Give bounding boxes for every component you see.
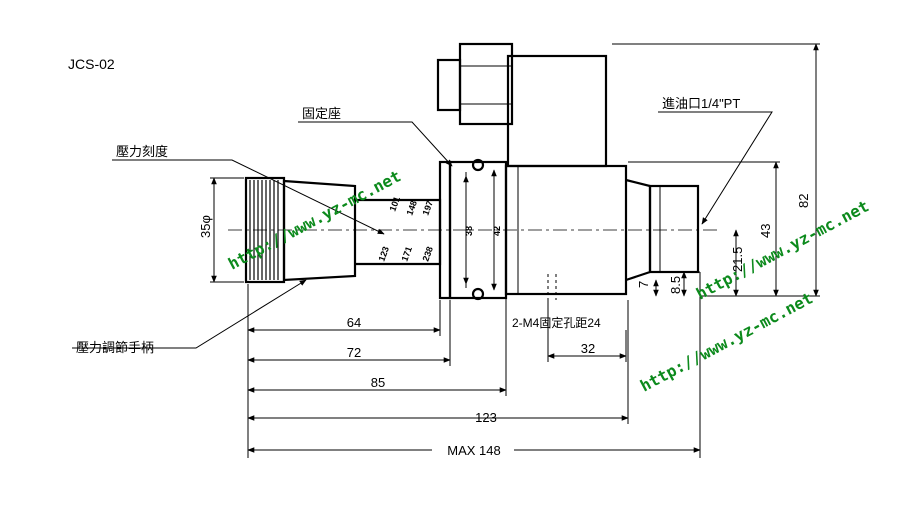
port-hex — [648, 184, 700, 274]
dim-85: 85 — [371, 375, 385, 390]
scale-marks: 101 148 197 123 171 238 — [376, 195, 435, 263]
dim-72: 72 — [347, 345, 361, 360]
dim-21-5: 21.5 — [730, 247, 745, 272]
scale-mark: 197 — [420, 199, 435, 217]
label-pressure-scale: 壓力刻度 — [116, 144, 168, 159]
scale-mark: 171 — [399, 245, 414, 263]
dim-max-148: MAX 148 — [447, 443, 500, 458]
model-label: JCS-02 — [68, 56, 115, 72]
dim-42: 42 — [492, 226, 502, 236]
horizontal-dimensions: 64 72 85 123 MAX 148 32 — [247, 272, 701, 458]
scale-mark: 123 — [376, 245, 391, 263]
dim-32: 32 — [581, 341, 595, 356]
dim-82: 82 — [796, 194, 811, 208]
scale-mark: 148 — [404, 199, 419, 217]
gland-nut — [436, 58, 462, 112]
valve-body-outline — [228, 42, 720, 301]
terminal-box — [506, 54, 608, 168]
scale-mark: 238 — [420, 245, 435, 263]
watermark-text: http://www.yz-mc.net — [693, 196, 872, 303]
handle-sleeve — [282, 179, 357, 282]
scale-mark: 101 — [387, 195, 402, 213]
watermark-text: http://www.yz-mc.net — [637, 288, 816, 395]
cable-gland — [458, 42, 514, 126]
label-fixing-seat: 固定座 — [302, 106, 341, 121]
dim-38: 38 — [464, 226, 474, 236]
dim-43: 43 — [758, 224, 773, 238]
dim-8-5: 8.5 — [668, 276, 683, 294]
label-mount-holes: 2-M4固定孔距24 — [512, 315, 601, 330]
label-oil-inlet: 進油口1/4"PT — [662, 96, 740, 111]
dim-7: 7 — [636, 281, 651, 288]
dim-35phi: 35φ — [198, 215, 213, 238]
dim-64: 64 — [347, 315, 361, 330]
dim-123: 123 — [475, 410, 497, 425]
